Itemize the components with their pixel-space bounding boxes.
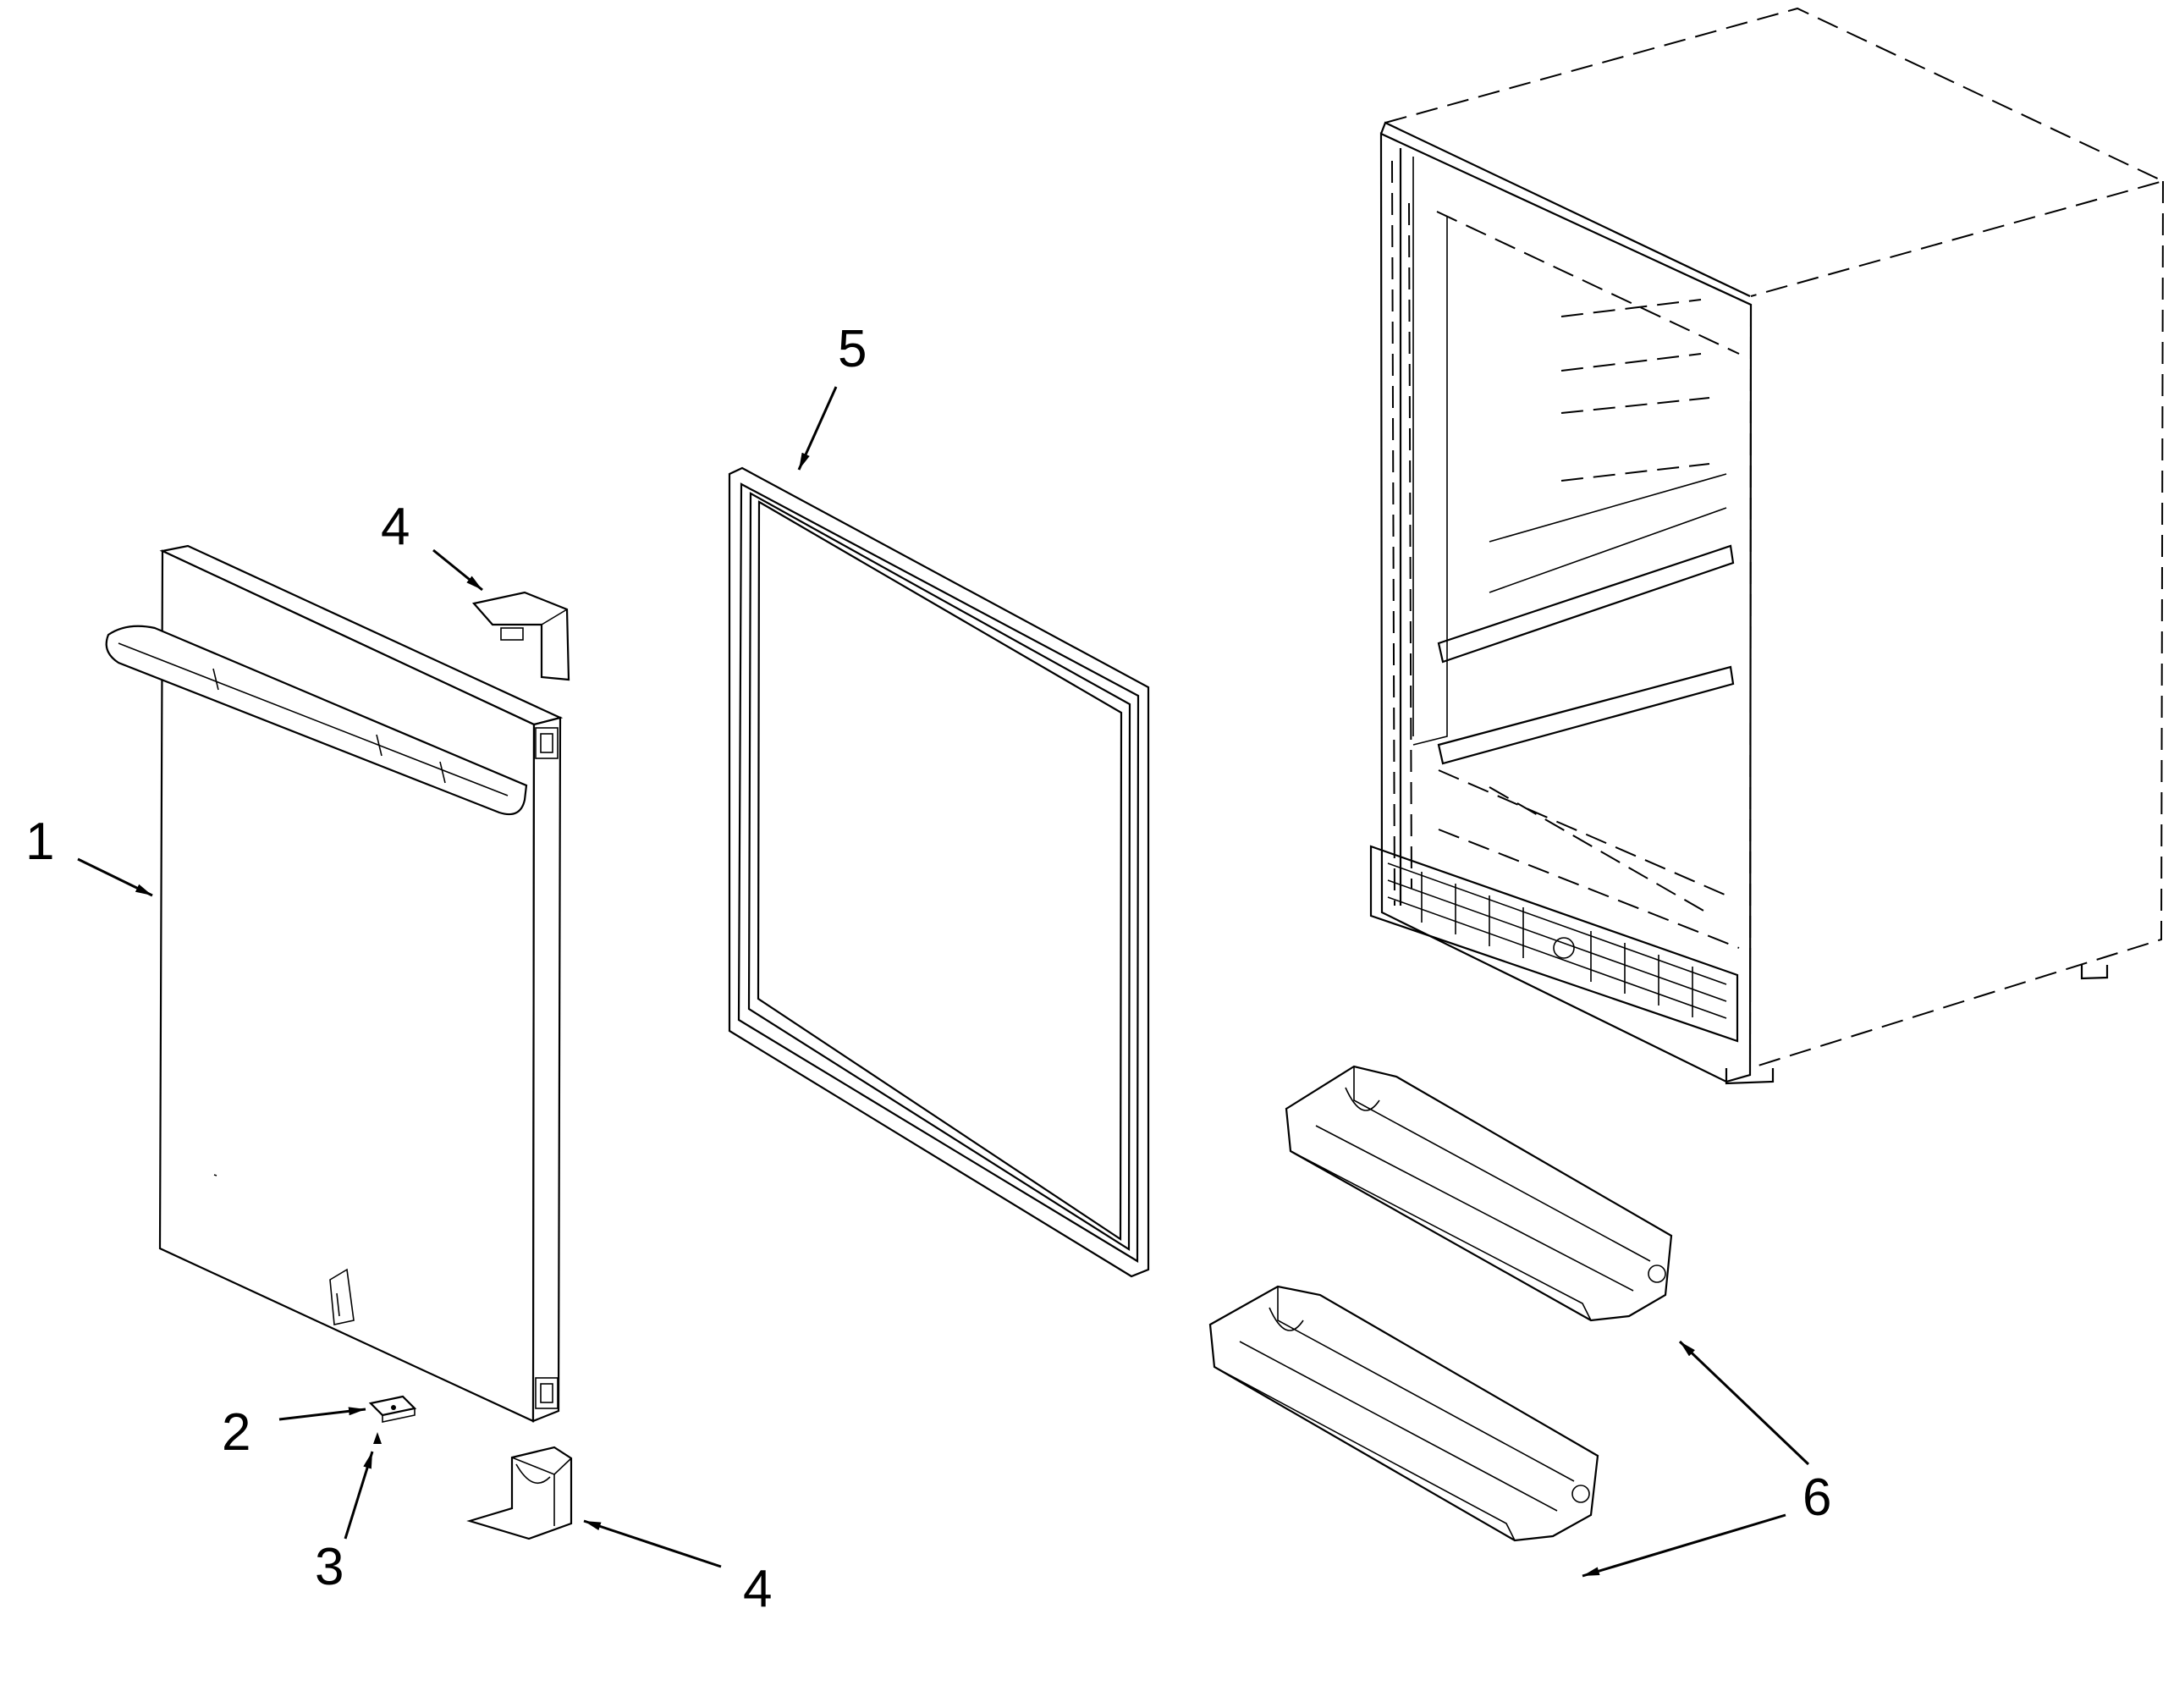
arrow-4-bottom xyxy=(583,1519,722,1568)
arrow-3 xyxy=(344,1451,374,1540)
hinge-pin-part[interactable] xyxy=(368,1395,417,1423)
arrow-6-lower xyxy=(1582,1513,1786,1578)
hinge-cover-top[interactable] xyxy=(471,591,570,681)
arrow-2 xyxy=(278,1407,366,1421)
refrigerator-cabinet[interactable] xyxy=(1369,7,2166,1085)
arrow-1 xyxy=(77,857,153,897)
hinge-cover-bottom[interactable] xyxy=(466,1446,573,1540)
leader-arrows xyxy=(77,386,1810,1578)
door-gasket[interactable] xyxy=(728,466,1150,1278)
door-bin-upper[interactable] xyxy=(1285,1065,1673,1322)
arrow-5 xyxy=(797,386,838,471)
door-bin-lower[interactable] xyxy=(1208,1285,1599,1542)
door-handle xyxy=(105,625,528,816)
callout-5: 5 xyxy=(838,320,867,378)
callout-4-bottom: 4 xyxy=(743,1560,772,1618)
callout-1: 1 xyxy=(25,813,54,871)
callout-3: 3 xyxy=(315,1538,344,1596)
door-panel[interactable] xyxy=(105,544,564,1423)
callout-6: 6 xyxy=(1802,1468,1831,1527)
callout-2: 2 xyxy=(222,1403,250,1462)
arrow-4-top xyxy=(432,548,483,592)
screw-part[interactable] xyxy=(373,1432,382,1444)
arrow-6-upper xyxy=(1678,1340,1810,1466)
callout-4-top: 4 xyxy=(381,498,410,556)
